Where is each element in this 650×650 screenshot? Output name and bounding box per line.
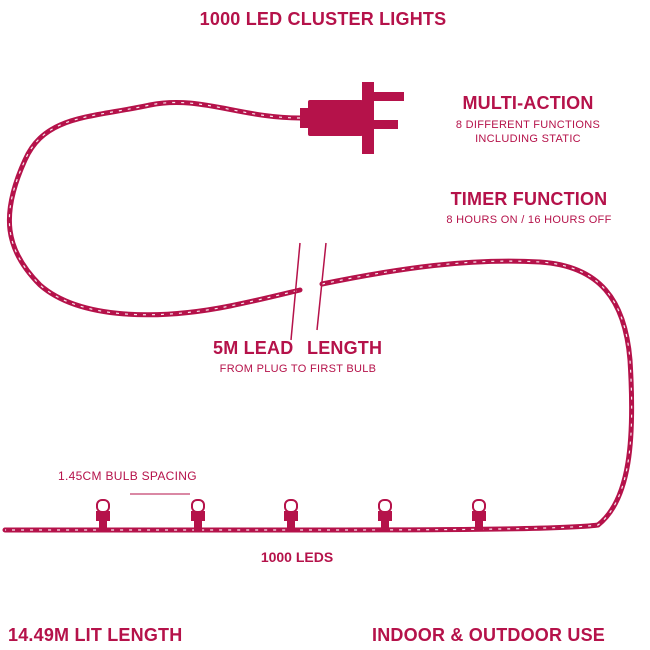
bulbs (96, 499, 486, 531)
lead-heading-a: 5M LEAD (213, 338, 294, 358)
multi-action-line1: 8 DIFFERENT FUNCTIONS (455, 119, 601, 131)
timer-heading: TIMER FUNCTION (450, 189, 608, 209)
cable-break-mark (290, 242, 327, 341)
lit-length-label: 14.49M LIT LENGTH (8, 625, 183, 645)
bulb-spacing-label: 1.45CM BULB SPACING (58, 469, 197, 483)
bulb-icon (191, 499, 205, 531)
bulb-icon (472, 499, 486, 531)
lead-subtitle: FROM PLUG TO FIRST BULB (219, 363, 377, 375)
bulb-icon (284, 499, 298, 531)
lead-cable (6, 100, 303, 318)
usage-label: INDOOR & OUTDOOR USE (372, 625, 606, 645)
led-count-label: 1000 LEDS (260, 549, 334, 565)
timer-line1: 8 HOURS ON / 16 HOURS OFF (446, 214, 612, 226)
bulb-icon (378, 499, 392, 531)
plug-icon (300, 82, 404, 154)
multi-action-heading: MULTI-ACTION (462, 93, 594, 113)
page-title: 1000 LED CLUSTER LIGHTS (199, 9, 447, 29)
lead-heading-b: LENGTH (307, 338, 383, 358)
multi-action-line2: INCLUDING STATIC (475, 133, 581, 145)
lit-cable (2, 258, 635, 533)
bulb-icon (96, 499, 110, 531)
